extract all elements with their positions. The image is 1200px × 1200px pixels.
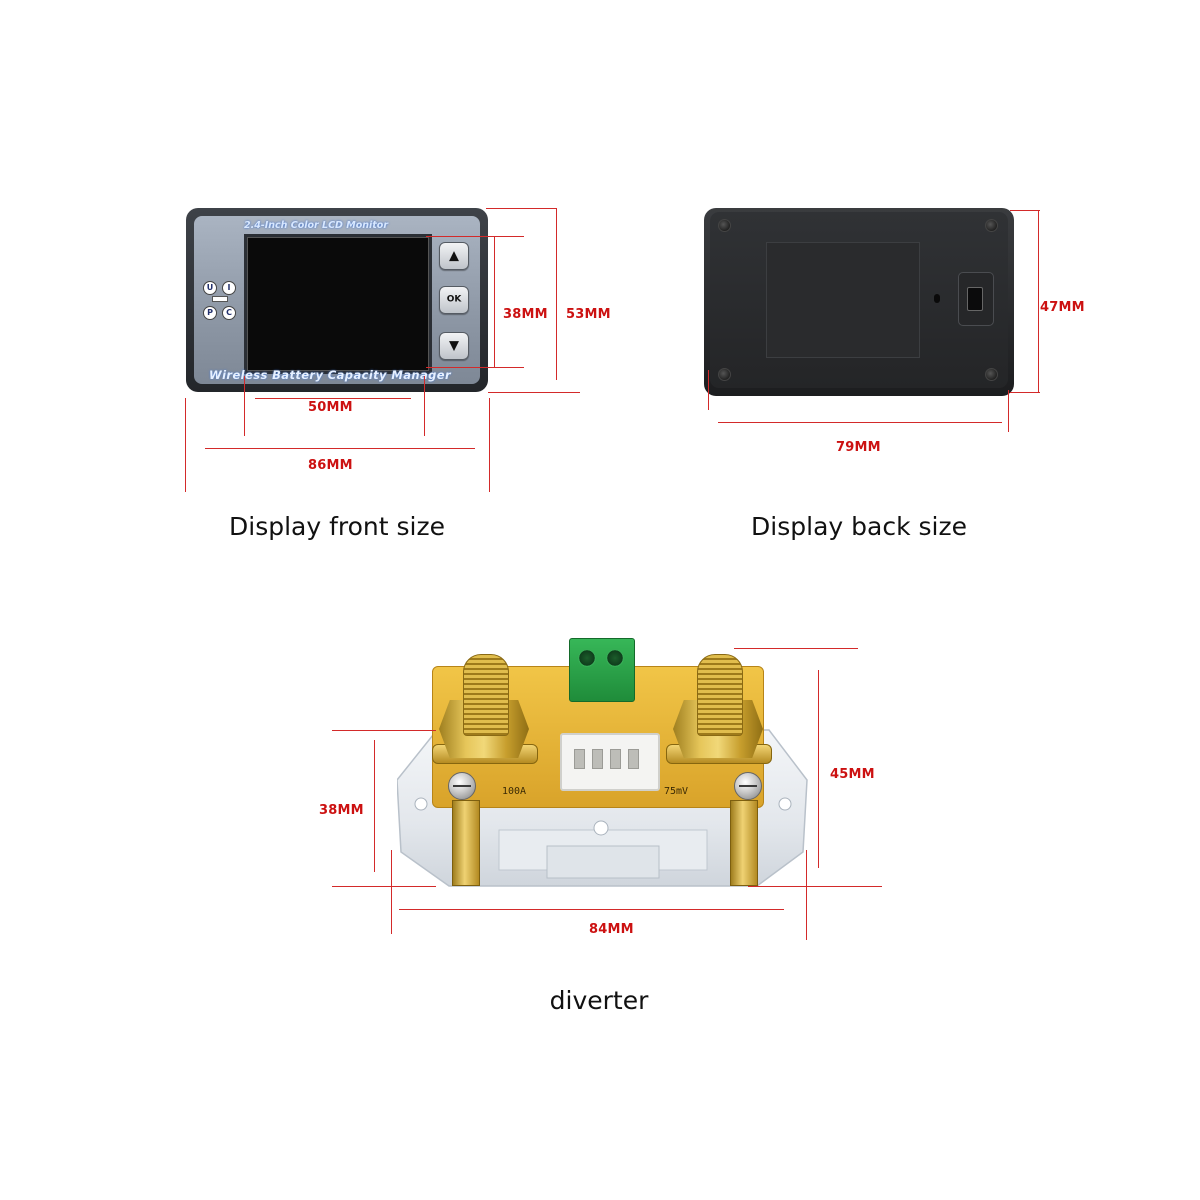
connector-pin bbox=[610, 749, 621, 769]
front-panel-top-label: 2.4-Inch Color LCD Monitor bbox=[243, 220, 389, 231]
dim-label-screen-width: 50MM bbox=[308, 400, 353, 415]
back-size-caption: Display back size bbox=[751, 512, 967, 541]
dim-line-screen-right bbox=[424, 376, 425, 436]
screw-icon bbox=[718, 368, 731, 381]
dim-line-left-top bbox=[332, 730, 436, 731]
back-display-label-area bbox=[766, 242, 920, 358]
pcb-label-voltage: 75mV bbox=[664, 786, 689, 797]
dim-line-back-left bbox=[708, 370, 709, 410]
dim-label-screen-height: 38MM bbox=[503, 307, 548, 322]
triangle-up-icon: ▲ bbox=[449, 248, 459, 264]
micro-usb-port-icon[interactable] bbox=[967, 287, 983, 311]
front-size-caption: Display front size bbox=[229, 512, 445, 541]
triangle-down-icon: ▼ bbox=[449, 338, 459, 354]
dim-line-back-top bbox=[1010, 210, 1040, 211]
dim-label-back-width: 79MM bbox=[836, 440, 881, 455]
right-bolt-stud bbox=[697, 654, 743, 736]
pcb-screw-icon bbox=[734, 772, 762, 800]
left-terminal-leg bbox=[452, 800, 480, 886]
terminal-screw-icon bbox=[606, 649, 624, 667]
ok-button-label: OK bbox=[446, 294, 462, 305]
dim-line-back-height bbox=[1038, 210, 1039, 392]
screw-icon bbox=[985, 219, 998, 232]
jst-connector bbox=[560, 733, 660, 791]
connector-pin bbox=[592, 749, 603, 769]
dim-line-diverter-width bbox=[399, 909, 784, 910]
dim-label-diverter-right-height: 45MM bbox=[830, 767, 875, 782]
indicator-led-i: I bbox=[222, 281, 236, 295]
right-terminal-leg bbox=[730, 800, 758, 886]
connector-pin bbox=[574, 749, 585, 769]
dim-line-width-left bbox=[391, 850, 392, 934]
up-button[interactable]: ▲ bbox=[439, 242, 469, 270]
dim-line-screen-bottom bbox=[426, 367, 524, 368]
dim-line-width-right bbox=[806, 850, 807, 940]
dim-line-screen-height bbox=[494, 236, 495, 367]
dim-line-overall-right bbox=[489, 398, 490, 492]
down-button[interactable]: ▼ bbox=[439, 332, 469, 360]
dim-label-overall-height: 53MM bbox=[566, 307, 611, 322]
front-panel-bottom-label: Wireless Battery Capacity Manager bbox=[208, 368, 452, 382]
pcb-label-current: 100A bbox=[502, 786, 527, 797]
indicator-led-c: C bbox=[222, 306, 236, 320]
connector-pin bbox=[628, 749, 639, 769]
dim-line-back-bottom bbox=[1010, 392, 1040, 393]
dim-line-overall-left bbox=[185, 398, 186, 492]
left-bolt-stud bbox=[463, 654, 509, 736]
dim-line-right-bottom bbox=[748, 886, 882, 887]
dim-line-right-height bbox=[818, 670, 819, 868]
dim-line-back-right bbox=[1008, 390, 1009, 432]
dim-label-overall-width: 86MM bbox=[308, 458, 353, 473]
dim-line-screen-left bbox=[244, 376, 245, 436]
dim-line-back-width bbox=[718, 422, 1002, 423]
dim-line-overall-top bbox=[486, 208, 556, 209]
screw-icon bbox=[985, 368, 998, 381]
status-led-icon bbox=[934, 294, 940, 303]
indicator-led-bar bbox=[212, 296, 228, 302]
dim-line-overall-bottom bbox=[488, 392, 580, 393]
dim-line-screen-width bbox=[255, 398, 411, 399]
terminal-screw-icon bbox=[578, 649, 596, 667]
ok-button[interactable]: OK bbox=[439, 286, 469, 314]
dim-line-left-height bbox=[374, 740, 375, 872]
dim-label-back-height: 47MM bbox=[1040, 300, 1085, 315]
indicator-led-p: P bbox=[203, 306, 217, 320]
screw-terminal-block bbox=[569, 638, 635, 702]
dim-line-left-bottom bbox=[332, 886, 436, 887]
diverter-caption: diverter bbox=[549, 986, 649, 1015]
indicator-led-u: U bbox=[203, 281, 217, 295]
dim-label-diverter-width: 84MM bbox=[589, 922, 634, 937]
dim-label-diverter-left-height: 38MM bbox=[319, 803, 364, 818]
screw-icon bbox=[718, 219, 731, 232]
pcb-screw-icon bbox=[448, 772, 476, 800]
dim-line-overall-width bbox=[205, 448, 475, 449]
lcd-screen bbox=[244, 234, 432, 374]
dim-line-right-top bbox=[734, 648, 858, 649]
dim-line-overall-height bbox=[556, 208, 557, 380]
dim-line-screen-top bbox=[426, 236, 524, 237]
